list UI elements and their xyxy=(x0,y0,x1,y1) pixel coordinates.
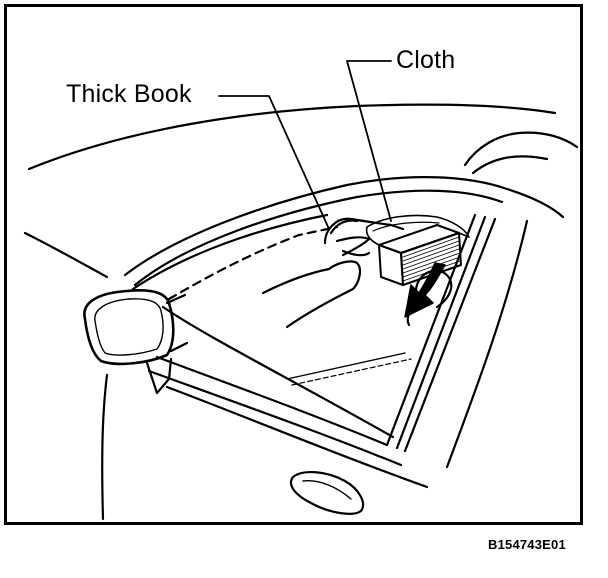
hood-line xyxy=(23,231,109,279)
upper-hand xyxy=(323,217,405,257)
thick-book-label: Thick Book xyxy=(66,80,192,108)
cloth xyxy=(365,214,470,246)
door-handle xyxy=(289,471,365,515)
mirror-arm xyxy=(165,293,189,353)
mirror-mount xyxy=(145,357,173,395)
door-lower-line xyxy=(165,385,429,489)
cloth-fold xyxy=(372,221,440,232)
side-mirror-glass xyxy=(94,298,164,356)
glass-reflection-2 xyxy=(291,358,412,386)
glass-reflection-1 xyxy=(286,352,406,380)
lower-arm-bottom xyxy=(285,287,355,329)
b-pillar-rear xyxy=(403,217,497,453)
illustration-frame xyxy=(4,4,583,525)
window-seal xyxy=(161,305,395,439)
rear-pillar-line xyxy=(445,219,529,469)
roof-line xyxy=(27,103,557,171)
lower-sleeve xyxy=(327,260,362,291)
book-pages xyxy=(402,236,461,282)
cloth-leader-line xyxy=(346,60,392,222)
door-front-edge xyxy=(101,373,109,521)
lower-arm-top xyxy=(261,267,331,295)
side-mirror xyxy=(83,289,175,366)
b-pillar-mid xyxy=(395,215,487,450)
window-frame-inner xyxy=(133,189,504,287)
book-side xyxy=(400,232,462,286)
door-belt-line xyxy=(155,355,389,447)
roof-rear-inner xyxy=(471,155,549,175)
figure-id: B154743E01 xyxy=(488,537,566,552)
door-belt-line-2 xyxy=(147,369,403,467)
thick-book-leader-line xyxy=(218,95,330,230)
car-window-drawing xyxy=(23,60,579,521)
b-pillar-front xyxy=(385,213,477,447)
down-arrow xyxy=(404,262,446,318)
book-position-dashed-line xyxy=(167,225,339,301)
roof-rear xyxy=(463,131,579,167)
book-front xyxy=(378,244,404,286)
upper-fingers xyxy=(329,219,371,257)
door-handle-inner xyxy=(302,480,352,500)
window-frame-outer xyxy=(123,176,565,277)
cloth-label: Cloth xyxy=(396,46,456,74)
window-trim xyxy=(131,213,329,291)
